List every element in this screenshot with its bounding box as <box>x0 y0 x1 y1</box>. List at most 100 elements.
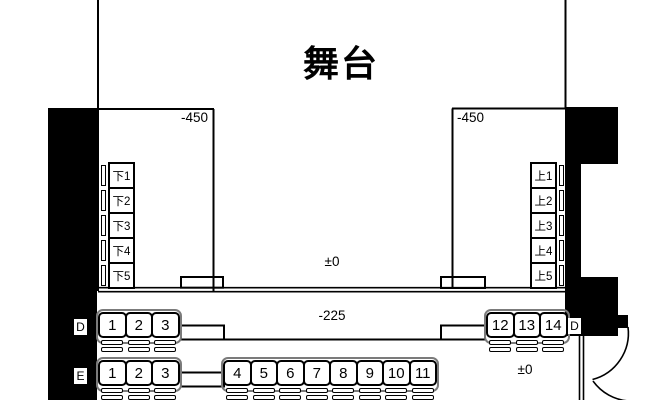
door-swing-arc-upper <box>592 326 630 381</box>
seat-box: 上1 <box>530 162 557 189</box>
seat-d1: 1 <box>98 311 127 352</box>
seat-box: 8 <box>329 360 358 386</box>
seat-e1: 1 <box>98 359 127 400</box>
seat-box: 上4 <box>530 237 557 264</box>
seat-d14: 14 <box>539 311 568 352</box>
seat-base-bar <box>279 387 302 393</box>
seat-armrest-bar <box>559 215 564 236</box>
seat-shimo-3: 下3 <box>101 212 135 239</box>
seat-base-bar <box>305 394 328 400</box>
seat-box: 3 <box>151 312 180 338</box>
stage-label: 舞台 <box>302 43 379 84</box>
floor-edge-lines <box>98 286 565 293</box>
left-floor-notch <box>180 276 224 289</box>
seat-box: 下1 <box>108 162 135 189</box>
row-steps <box>180 324 486 388</box>
right-pit-level-label: -450 <box>457 110 485 125</box>
seat-box: 2 <box>124 312 153 338</box>
walls <box>48 107 628 400</box>
row-e-left-bench: 1 2 3 <box>96 357 182 400</box>
seat-box: 2 <box>124 360 153 386</box>
seat-d2: 2 <box>124 311 153 352</box>
seat-box: 6 <box>276 360 305 386</box>
seat-box: 9 <box>355 360 384 386</box>
seat-base-bar <box>154 346 177 352</box>
seat-armrest-bar <box>101 215 106 236</box>
seat-box: 下4 <box>108 237 135 264</box>
seat-box: 5 <box>249 360 278 386</box>
row-d-right-bench: 12 13 14 <box>484 309 570 352</box>
row-e-left-step <box>180 371 225 388</box>
seat-base-bar <box>542 339 565 345</box>
seat-base-bar <box>411 394 434 400</box>
seat-e4: 4 <box>223 359 252 400</box>
seat-base-bar <box>332 394 355 400</box>
left-pit-level-label: -450 <box>180 110 208 125</box>
seat-base-bar <box>127 387 150 393</box>
seat-e11: 11 <box>408 359 437 400</box>
seat-base-bar <box>101 387 124 393</box>
seat-shimo-5: 下5 <box>101 262 135 289</box>
seat-e10: 10 <box>382 359 411 400</box>
seat-base-bar <box>279 394 302 400</box>
seat-shimo-4: 下4 <box>101 237 135 264</box>
seat-base-bar <box>385 387 408 393</box>
seat-column-kami: 上1 上2 上3 上4 上5 <box>530 162 564 289</box>
seat-base-bar <box>385 394 408 400</box>
right-wall-top <box>565 107 618 164</box>
right-floor-level-label: ±0 <box>517 362 533 377</box>
seat-kami-3: 上3 <box>530 212 564 239</box>
seat-shimo-2: 下2 <box>101 187 135 214</box>
seat-box: 下5 <box>108 262 135 289</box>
seat-box: 上3 <box>530 212 557 239</box>
center-floor-level-label: ±0 <box>324 254 340 269</box>
seat-box: 11 <box>408 360 437 386</box>
seat-kami-2: 上2 <box>530 187 564 214</box>
right-floor-notch <box>440 276 486 289</box>
seat-base-bar <box>127 346 150 352</box>
mid-step-level-label: -225 <box>318 308 346 323</box>
seat-box: 10 <box>382 360 411 386</box>
seat-base-bar <box>515 339 538 345</box>
seat-base-bar <box>305 387 328 393</box>
seat-d13: 13 <box>512 311 541 352</box>
seat-kami-5: 上5 <box>530 262 564 289</box>
seat-kami-1: 上1 <box>530 162 564 189</box>
seat-base-bar <box>127 394 150 400</box>
seat-base-bar <box>542 346 565 352</box>
seat-base-bar <box>101 394 124 400</box>
seat-base-bar <box>226 387 249 393</box>
seat-box: 13 <box>512 312 541 338</box>
seat-armrest-bar <box>559 265 564 286</box>
seat-base-bar <box>358 394 381 400</box>
seat-base-bar <box>252 394 275 400</box>
seat-base-bar <box>411 387 434 393</box>
seat-armrest-bar <box>101 240 106 261</box>
seat-box: 4 <box>223 360 252 386</box>
seat-base-bar <box>101 346 124 352</box>
seat-armrest-bar <box>559 240 564 261</box>
seat-box: 7 <box>302 360 331 386</box>
door-swing-arc-lower <box>592 380 628 400</box>
door <box>578 321 630 400</box>
seat-box: 下2 <box>108 187 135 214</box>
seat-box: 14 <box>539 312 568 338</box>
row-e-center-bench: 4 5 6 7 8 9 10 <box>221 357 439 400</box>
seat-armrest-bar <box>559 190 564 211</box>
left-wall <box>48 108 97 400</box>
right-wall-strip <box>565 162 581 278</box>
seat-base-bar <box>127 339 150 345</box>
seat-box: 上5 <box>530 262 557 289</box>
seat-base-bar <box>154 387 177 393</box>
boundary-lines <box>48 0 567 291</box>
seat-base-bar <box>154 394 177 400</box>
seat-e2: 2 <box>124 359 153 400</box>
seat-base-bar <box>489 346 512 352</box>
seat-e5: 5 <box>249 359 278 400</box>
seat-armrest-bar <box>559 165 564 186</box>
floor-notches <box>180 276 486 289</box>
seat-armrest-bar <box>101 190 106 211</box>
seat-box: 1 <box>98 360 127 386</box>
